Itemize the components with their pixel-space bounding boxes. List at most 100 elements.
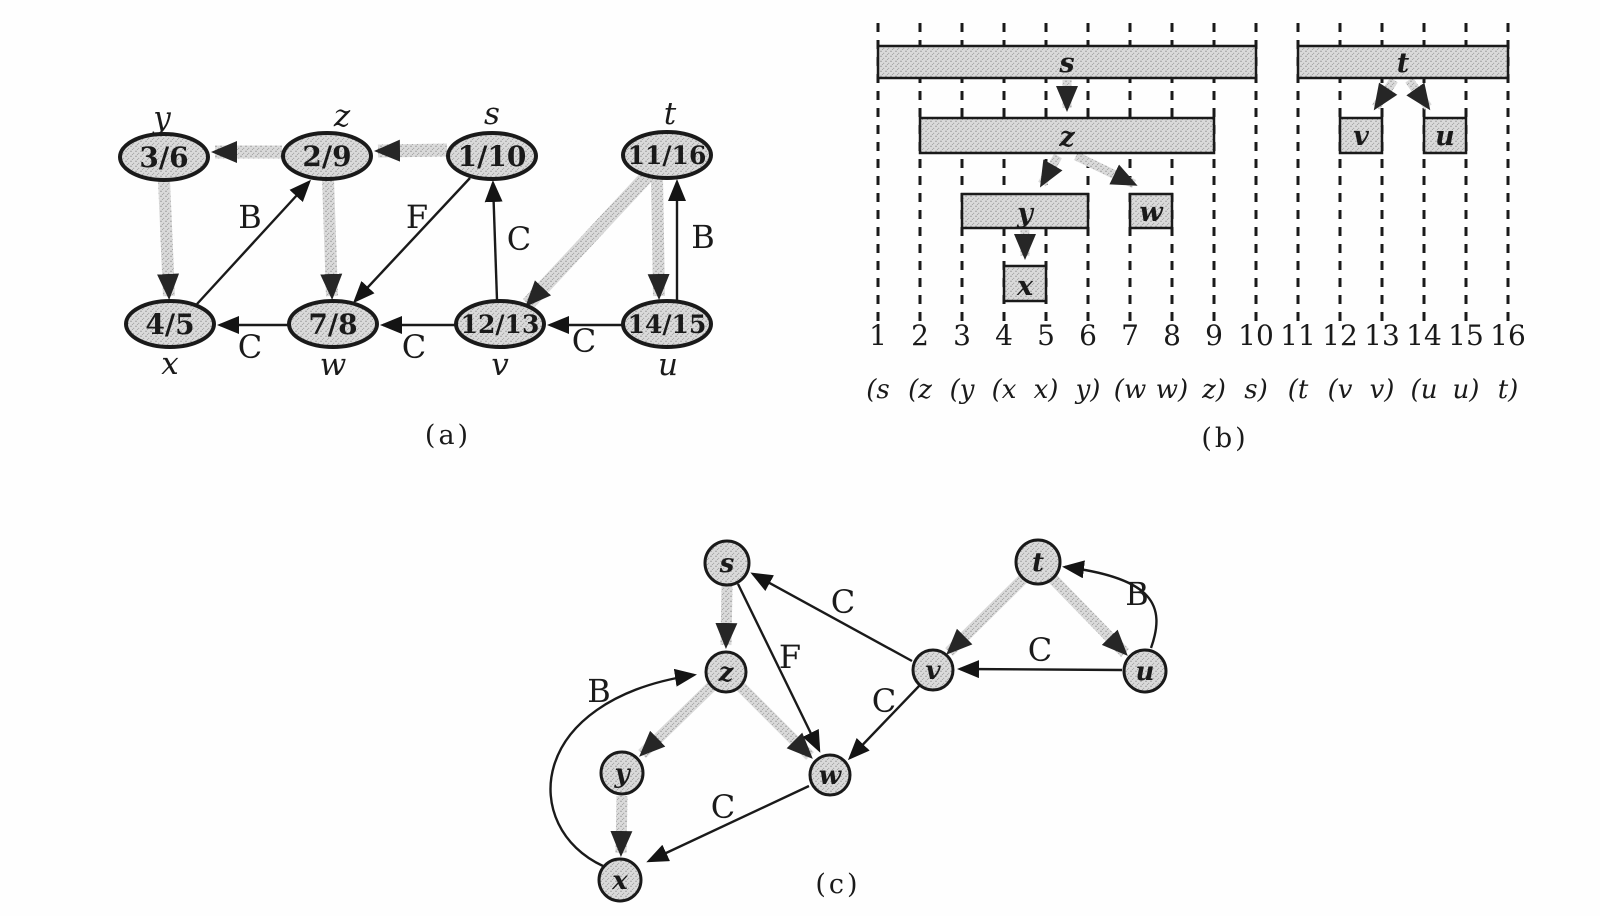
c-edge-label-c-v-s: C <box>831 583 855 621</box>
a-label-x: x <box>161 346 179 382</box>
a-edge-label-b-u-t: B <box>691 218 715 256</box>
c-node-t <box>1014 538 1062 586</box>
c-tree-edge-s-z <box>715 585 738 649</box>
b-tick-6: 6 <box>1079 319 1097 352</box>
b-tick-13: 13 <box>1364 319 1400 352</box>
a-node-z <box>281 131 373 181</box>
b-tick-12: 12 <box>1322 319 1358 352</box>
c-node-u <box>1122 648 1168 694</box>
b-tick-4: 4 <box>995 319 1013 352</box>
b-token-2: (z <box>908 375 932 405</box>
a-node-s-times: 1/10 <box>458 140 527 173</box>
a-label-t: t <box>664 96 677 132</box>
c-back-edge-x-z <box>549 668 697 868</box>
b-bar-z-label: z <box>1058 122 1075 153</box>
a-label-w: w <box>320 347 347 383</box>
c-tree-edge-y-x <box>610 795 633 857</box>
b-bar-w-label: w <box>1139 197 1164 228</box>
b-tick-14: 14 <box>1406 319 1442 352</box>
b-tick-8: 8 <box>1163 319 1181 352</box>
c-edge-label-b-u-t: B <box>1125 575 1149 613</box>
b-tick-5: 5 <box>1037 319 1055 352</box>
b-bar-t-label: t <box>1397 48 1410 79</box>
caption-b: (b) <box>1201 423 1248 454</box>
b-tick-2: 2 <box>911 319 929 352</box>
b-bar-y <box>960 192 1090 230</box>
b-token-1: (s <box>866 375 890 405</box>
b-token-12: (v <box>1328 375 1353 405</box>
c-node-s <box>703 539 751 587</box>
a-tree-edge-z-w <box>320 178 343 300</box>
c-edge-label-f-s-w: F <box>779 638 801 676</box>
a-tree-edge-s-z <box>374 139 448 162</box>
c-node-s-label: s <box>719 549 735 579</box>
c-cross-edge-w-x <box>646 784 810 863</box>
a-edge-label-b-x-z: B <box>238 198 262 236</box>
c-node-x-label: x <box>611 866 628 896</box>
c-node-u-label: u <box>1136 657 1155 687</box>
a-node-s <box>446 131 538 181</box>
b-bar-v-label: v <box>1353 121 1369 152</box>
b-token-8: w) <box>1156 375 1188 405</box>
c-cross-edge-v-s <box>750 572 913 663</box>
b-bar-z <box>918 116 1216 155</box>
a-tree-edge-t-v <box>522 169 655 309</box>
b-arrow-t-u <box>1405 77 1432 111</box>
b-bar-y-label: y <box>1016 198 1035 229</box>
b-tick-1: 1 <box>869 319 887 352</box>
b-tick-9: 9 <box>1205 319 1223 352</box>
b-tick-10: 10 <box>1238 319 1274 352</box>
a-edge-label-c-v-w: C <box>402 328 426 366</box>
c-edge-label-c-u-v: C <box>1028 631 1052 669</box>
a-label-s: s <box>484 96 500 132</box>
a-node-z-times: 2/9 <box>302 140 351 173</box>
b-tick-15: 15 <box>1448 319 1484 352</box>
b-bar-s-label: s <box>1058 48 1074 79</box>
b-token-15: u) <box>1453 375 1480 405</box>
c-node-y <box>599 750 645 796</box>
c-tree-edge-t-u <box>1048 574 1129 657</box>
b-tick-3: 3 <box>953 319 971 352</box>
b-bar-x-label: x <box>1016 271 1034 302</box>
c-edge-label-c-w-x: C <box>711 788 735 826</box>
a-node-u-times: 14/15 <box>628 310 707 339</box>
b-token-16: t) <box>1498 375 1519 405</box>
b-token-4: (x <box>992 375 1017 405</box>
b-tick-16: 16 <box>1490 319 1526 352</box>
c-tree-edge-z-w <box>737 683 814 760</box>
c-node-x <box>597 857 643 903</box>
c-cross-edge-u-v <box>957 660 1123 679</box>
c-edge-label-c-v-w: C <box>872 682 896 720</box>
a-back-edge-x-z <box>196 179 312 305</box>
b-token-14: (u <box>1411 375 1438 405</box>
b-token-3: (y <box>950 375 975 405</box>
a-node-y-times: 3/6 <box>139 141 188 174</box>
b-bar-t <box>1296 44 1510 80</box>
a-tree-edge-y-x <box>157 179 180 300</box>
b-tick-11: 11 <box>1280 319 1316 352</box>
b-tick-7: 7 <box>1121 319 1139 352</box>
a-node-y <box>118 132 210 182</box>
graph-c: B B F C C C C s z y x w v t u (c) <box>549 538 1168 903</box>
graph-a: B F C C C C B 3/6 2/9 1/10 11/16 4/5 7/8… <box>118 96 715 451</box>
a-node-x-times: 4/5 <box>145 308 194 341</box>
a-edge-label-c-v-s: C <box>507 220 531 258</box>
a-node-w <box>287 299 379 349</box>
caption-a: (a) <box>425 420 471 451</box>
b-token-11: (t <box>1288 375 1309 405</box>
a-edge-label-c-u-v: C <box>572 322 596 360</box>
b-bar-s <box>876 44 1258 80</box>
a-edge-label-c-w-x: C <box>238 328 262 366</box>
a-tree-edge-t-u <box>647 177 670 300</box>
b-arrow-z-y <box>1038 153 1063 188</box>
a-edge-label-f-s-w: F <box>406 198 428 236</box>
c-edge-label-b-x-z: B <box>587 672 611 710</box>
a-label-u: u <box>658 347 678 383</box>
c-node-y-label: y <box>613 759 631 789</box>
a-forward-edge-s-w <box>352 177 471 304</box>
a-node-t <box>621 130 713 180</box>
b-token-7: (w <box>1114 375 1146 405</box>
b-bar-x <box>1002 264 1048 303</box>
c-node-z-label: z <box>718 658 735 688</box>
